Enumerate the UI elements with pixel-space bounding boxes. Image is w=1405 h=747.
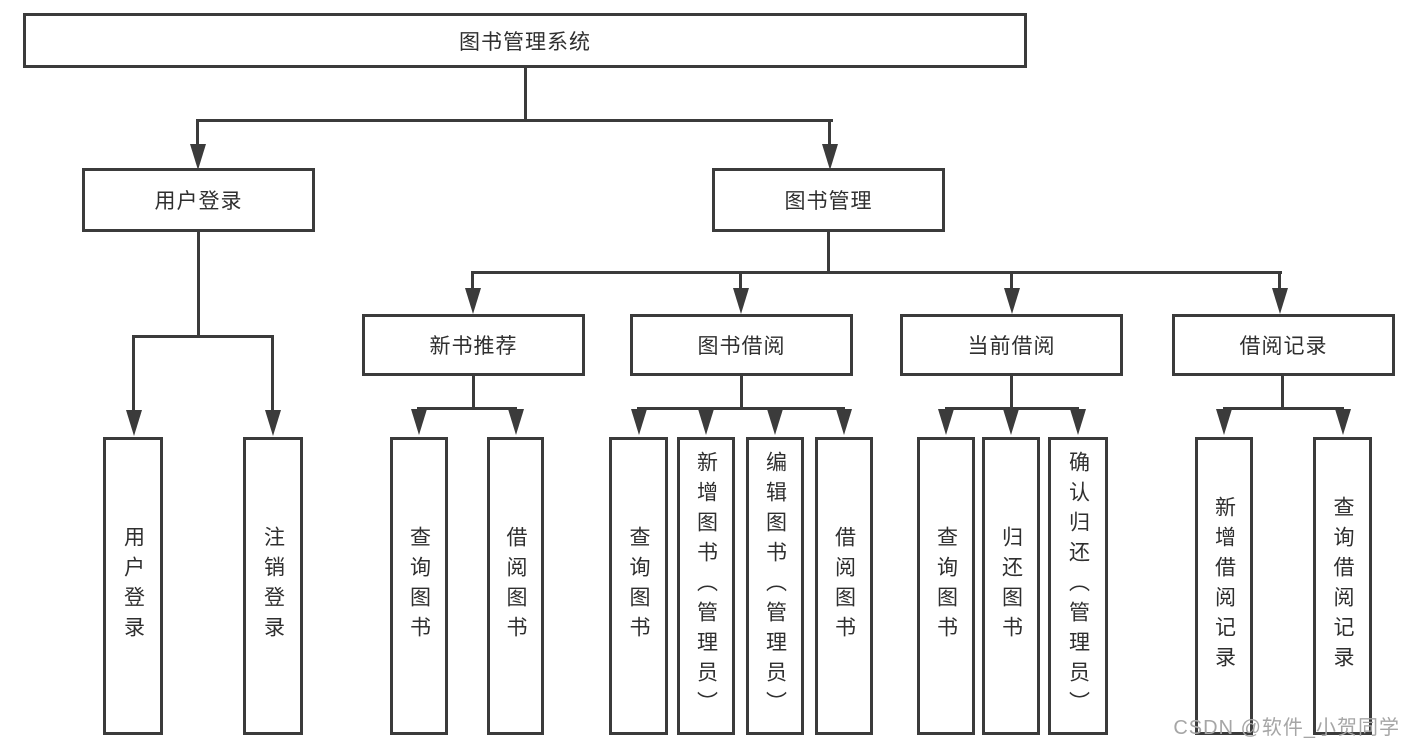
leaf-query-books-current: 查询图书 (917, 437, 975, 735)
leaf-query-borrow-record: 查询借阅记录 (1313, 437, 1372, 735)
node-borrow-records: 借阅记录 (1172, 314, 1395, 376)
connector-stub (471, 271, 474, 290)
arrow-down-icon (1003, 409, 1019, 435)
arrow-down-icon (411, 409, 427, 435)
arrow-down-icon (938, 409, 954, 435)
connector-bar (637, 407, 845, 410)
node-root: 图书管理系统 (23, 13, 1027, 68)
connector-stub (1010, 271, 1013, 290)
connector-root-drop (524, 68, 527, 119)
arrow-down-icon (822, 144, 838, 170)
leaf-return-book: 归还图书 (982, 437, 1040, 735)
connector-stub (828, 119, 831, 147)
connector-drop (472, 376, 475, 407)
arrow-down-icon (1004, 288, 1020, 314)
node-user-login: 用户登录 (82, 168, 315, 232)
arrow-down-icon (631, 409, 647, 435)
leaf-edit-book-admin: 编辑图书（管理员） (746, 437, 804, 735)
arrow-down-icon (126, 410, 142, 436)
connector-stub (132, 335, 135, 412)
leaf-logout: 注销登录 (243, 437, 303, 735)
arrow-down-icon (1216, 409, 1232, 435)
watermark-text: CSDN @软件_小贺同学 (1173, 717, 1400, 739)
leaf-confirm-return-admin: 确认归还（管理员） (1048, 437, 1108, 735)
connector-bar (417, 407, 517, 410)
connector-drop (1281, 376, 1284, 407)
arrow-down-icon (733, 288, 749, 314)
connector-userlogin-bar (132, 335, 274, 338)
arrow-down-icon (190, 144, 206, 170)
connector-bookmgmt-drop (827, 232, 830, 271)
node-new-book-recommend: 新书推荐 (362, 314, 585, 376)
arrow-down-icon (508, 409, 524, 435)
arrow-down-icon (767, 409, 783, 435)
connector-stub (196, 119, 199, 147)
connector-bookmgmt-bar (471, 271, 1282, 274)
leaf-borrow-books-borrow: 借阅图书 (815, 437, 873, 735)
node-current-borrow: 当前借阅 (900, 314, 1123, 376)
arrow-down-icon (1272, 288, 1288, 314)
arrow-down-icon (836, 409, 852, 435)
arrow-down-icon (465, 288, 481, 314)
connector-bar (1223, 407, 1344, 410)
arrow-down-icon (265, 410, 281, 436)
connector-stub (1278, 271, 1281, 290)
leaf-query-books-borrow: 查询图书 (609, 437, 668, 735)
leaf-borrow-books-recommend: 借阅图书 (487, 437, 544, 735)
connector-stub (271, 335, 274, 412)
leaf-add-book-admin: 新增图书（管理员） (677, 437, 735, 735)
connector-drop (1010, 376, 1013, 407)
connector-root-bar (197, 119, 833, 122)
connector-userlogin-drop (197, 232, 200, 335)
node-book-borrow: 图书借阅 (630, 314, 853, 376)
leaf-query-books-recommend: 查询图书 (390, 437, 448, 735)
arrow-down-icon (1335, 409, 1351, 435)
leaf-user-login: 用户登录 (103, 437, 163, 735)
leaf-add-borrow-record: 新增借阅记录 (1195, 437, 1253, 735)
connector-bar (945, 407, 1079, 410)
connector-drop (740, 376, 743, 407)
connector-stub (739, 271, 742, 290)
arrow-down-icon (1070, 409, 1086, 435)
arrow-down-icon (698, 409, 714, 435)
node-book-management: 图书管理 (712, 168, 945, 232)
